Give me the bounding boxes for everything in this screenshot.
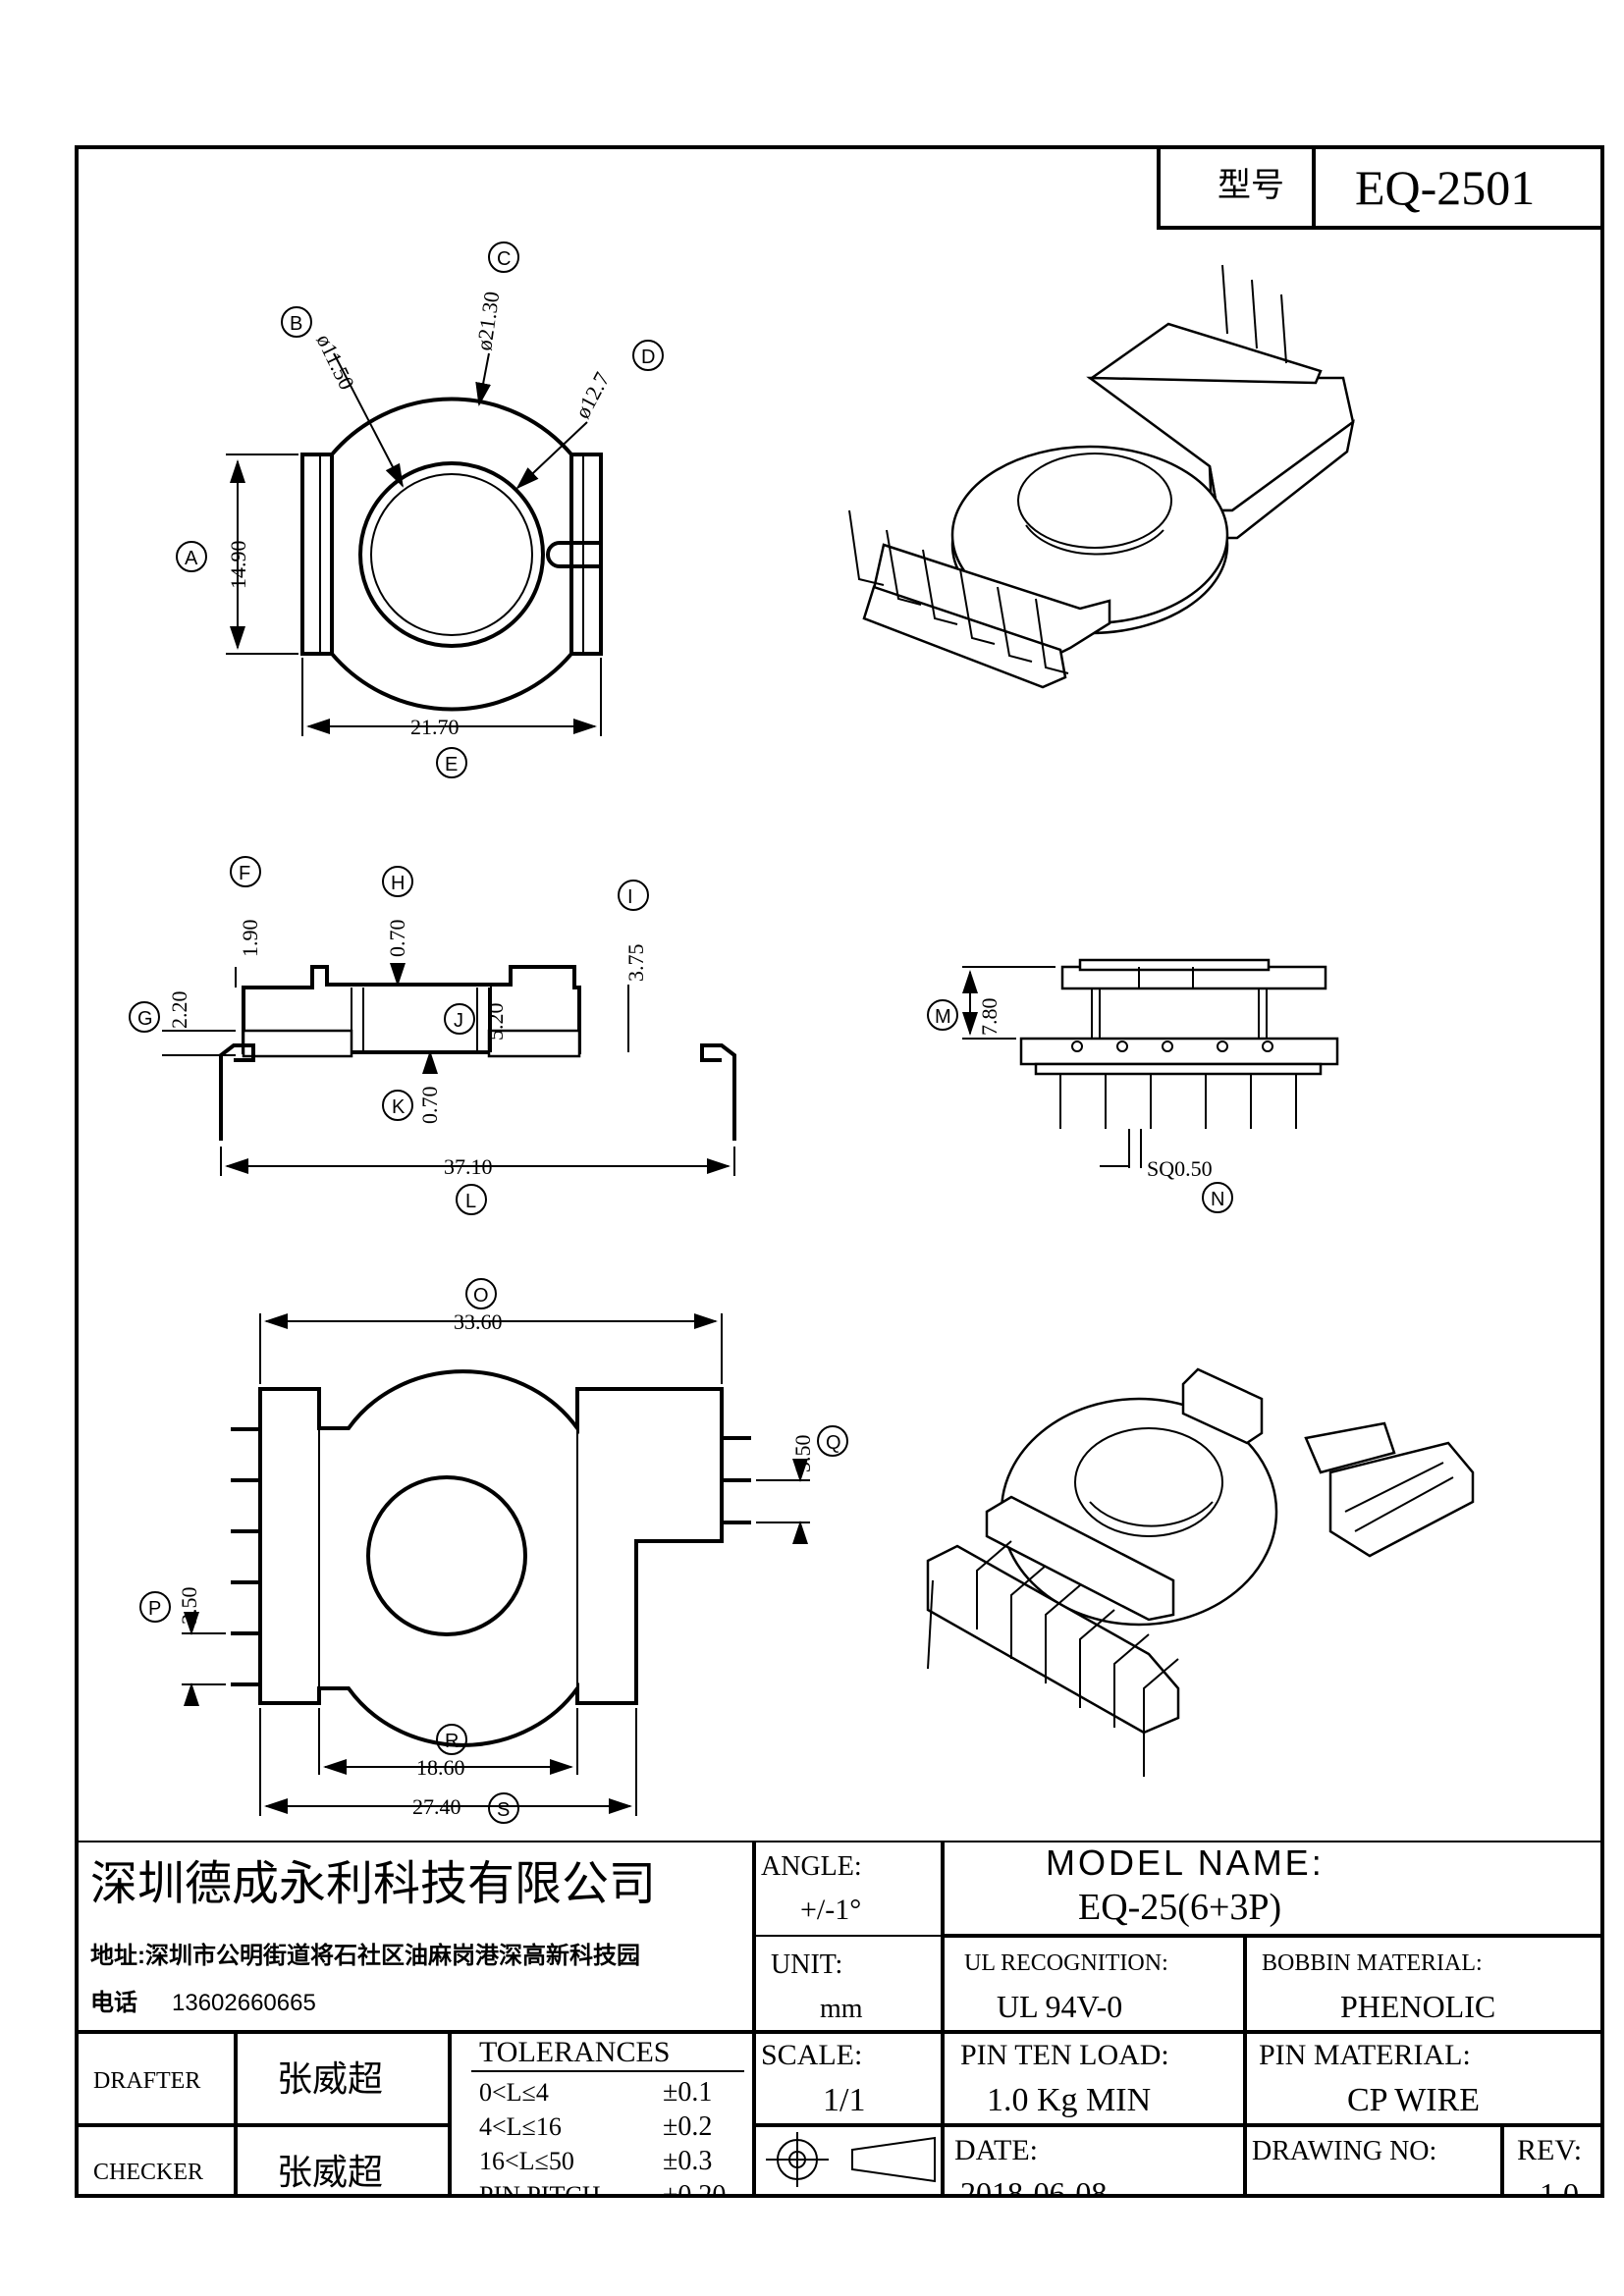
- model-name-label: MODEL NAME:: [1046, 1842, 1325, 1883]
- tolerance-value-0: ±0.1: [663, 2077, 712, 2108]
- tolerance-value-1: ±0.2: [663, 2111, 712, 2142]
- checker-value: 张威超: [277, 2153, 383, 2192]
- drafter-label: DRAFTER: [93, 2068, 200, 2094]
- dim-E-letter: E: [445, 754, 458, 775]
- rev-value: 1.0: [1540, 2176, 1579, 2212]
- isometric-view-top: [848, 264, 1355, 689]
- top-view: 14.90 A 21.70 E ø11.50 B ø21.30 C ø12.7 …: [176, 241, 664, 778]
- pin-ten-load-value: 1.0 Kg MIN: [987, 2082, 1151, 2118]
- scale-value: 1/1: [823, 2082, 865, 2118]
- dim-I-value: 3.75: [623, 944, 648, 983]
- dim-M-value: 7.80: [977, 998, 1001, 1037]
- projection-symbol: [766, 2132, 936, 2187]
- model-name-value: EQ-25(6+3P): [1078, 1887, 1281, 1928]
- ul-recognition-label: UL RECOGNITION:: [964, 1950, 1168, 1976]
- pin-material-value: CP WIRE: [1347, 2082, 1480, 2118]
- dim-K-value: 0.70: [417, 1087, 442, 1125]
- front-view: 7.80 M SQ0.50 N: [927, 958, 1339, 1213]
- dim-K-letter: K: [392, 1096, 406, 1118]
- dim-L-value: 37.10: [444, 1154, 493, 1179]
- angle-label: ANGLE:: [761, 1851, 862, 1882]
- dim-S-letter: S: [497, 1799, 510, 1821]
- ul-recognition-value: UL 94V-0: [997, 1989, 1122, 2024]
- drafter-value: 张威超: [277, 2059, 383, 2099]
- drawing-no-label: DRAWING NO:: [1252, 2136, 1436, 2166]
- date-value: 2018-06-08: [960, 2175, 1107, 2211]
- tolerance-range-3: PIN PITCH: [479, 2181, 601, 2210]
- dim-B-value: ø11.50: [312, 330, 360, 394]
- dim-E-value: 21.70: [410, 715, 460, 739]
- pin-material-label: PIN MATERIAL:: [1259, 2039, 1471, 2071]
- dim-O-value: 33.60: [454, 1309, 503, 1334]
- bobbin-material-value: PHENOLIC: [1340, 1989, 1495, 2024]
- tolerances-label: TOLERANCES: [479, 2036, 670, 2068]
- dim-D-value: ø12.7: [569, 368, 614, 422]
- pins-front-view: [1059, 1041, 1297, 1129]
- dim-A-value: 14.90: [226, 541, 250, 590]
- pins-bottom-view: [231, 1427, 751, 1686]
- side-view: 37.10 L 1.90 F 2.20 G 0.70 H 3.75 I 5.20…: [129, 856, 736, 1215]
- dim-O-letter: O: [473, 1285, 489, 1307]
- dim-P-value: 3.50: [177, 1587, 201, 1626]
- dim-J-value: 5.20: [483, 1003, 508, 1041]
- phone-number: 13602660665: [172, 1990, 316, 2016]
- dim-G-value: 2.20: [167, 991, 191, 1030]
- dim-C-letter: C: [497, 248, 511, 270]
- dim-D-letter: D: [641, 347, 655, 368]
- phone-label: 电话: [90, 1990, 137, 2016]
- checker-label: CHECKER: [93, 2160, 203, 2185]
- tolerance-range-2: 16<L≤50: [479, 2147, 574, 2175]
- dim-N-letter: N: [1211, 1189, 1224, 1210]
- tolerance-range-1: 4<L≤16: [479, 2112, 562, 2141]
- dim-B-letter: B: [290, 313, 302, 335]
- bottom-view: 33.60 O 3.50 Q 3.50 P 18.60 R 27.40 S: [139, 1278, 848, 1824]
- drawing-border: [75, 145, 1604, 2198]
- dim-Q-letter: Q: [826, 1432, 841, 1454]
- dim-A-letter: A: [185, 548, 198, 569]
- unit-value: mm: [820, 1994, 863, 2024]
- model-number-box: 型号 EQ-2501: [1157, 145, 1604, 230]
- isometric-view-bottom: [926, 1367, 1475, 1777]
- dim-L-letter: L: [465, 1191, 476, 1212]
- tolerance-value-2: ±0.3: [663, 2146, 712, 2176]
- dim-H-letter: H: [391, 873, 405, 894]
- dim-R-value: 18.60: [416, 1755, 465, 1780]
- dim-S-value: 27.40: [412, 1794, 461, 1819]
- dim-C-value: ø21.30: [471, 290, 504, 351]
- svg-text:14.90: 14.90: [226, 541, 250, 590]
- model-number-label: 型号: [1218, 168, 1284, 204]
- dim-P-letter: P: [148, 1598, 161, 1620]
- dim-I-letter: I: [627, 886, 633, 908]
- company-address: 地址:深圳市公明街道将石社区油麻岗港深高新科技园: [90, 1942, 640, 1969]
- scale-label: SCALE:: [761, 2039, 862, 2071]
- angle-value: +/-1°: [800, 1894, 861, 1926]
- dim-R-letter: R: [445, 1731, 459, 1752]
- pins-bottom-iso: [927, 1540, 1179, 1777]
- tolerance-range-0: 0<L≤4: [479, 2078, 549, 2107]
- pins-top-view: [848, 264, 1287, 674]
- dim-N-value: SQ0.50: [1147, 1156, 1213, 1181]
- pin-ten-load-label: PIN TEN LOAD:: [960, 2039, 1169, 2071]
- dim-Q-value: 3.50: [790, 1435, 815, 1473]
- dim-J-letter: J: [454, 1010, 463, 1032]
- title-block: 深圳德成永利科技有限公司 地址:深圳市公明街道将石社区油麻岗港深高新科技园 电话…: [77, 1841, 1602, 2212]
- bobbin-material-label: BOBBIN MATERIAL:: [1262, 1950, 1483, 1976]
- tolerance-value-3: ±0.20: [663, 2180, 726, 2211]
- model-number-value: EQ-2501: [1355, 160, 1535, 215]
- rev-label: REV:: [1517, 2134, 1582, 2166]
- unit-label: UNIT:: [771, 1949, 842, 1980]
- dim-H-value: 0.70: [385, 920, 409, 958]
- dim-F-value: 1.90: [238, 920, 262, 958]
- date-label: DATE:: [954, 2134, 1038, 2166]
- dim-M-letter: M: [935, 1006, 951, 1028]
- dim-G-letter: G: [137, 1008, 153, 1030]
- dim-F-letter: F: [239, 863, 250, 884]
- company-name: 深圳德成永利科技有限公司: [90, 1858, 656, 1910]
